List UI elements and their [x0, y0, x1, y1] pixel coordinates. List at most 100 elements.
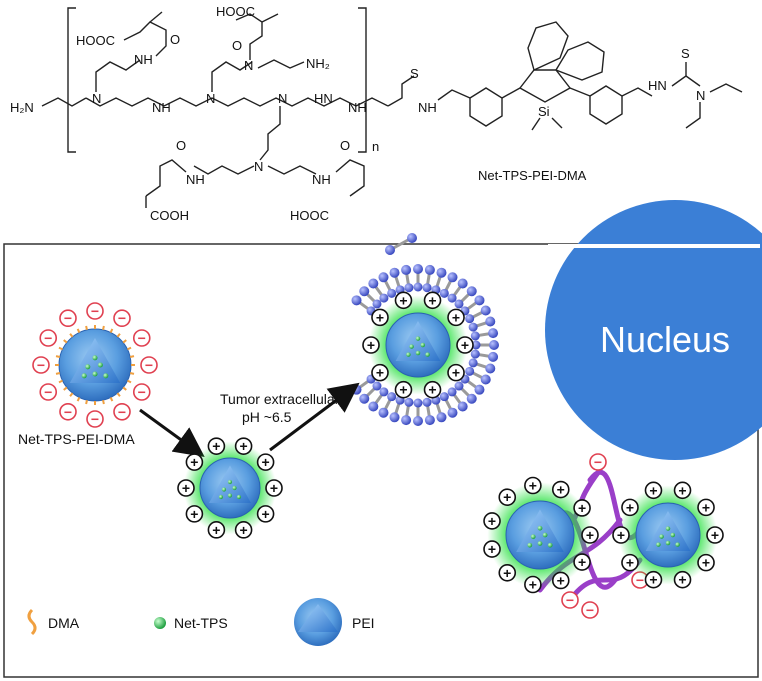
positive-charge: + — [483, 540, 501, 558]
charge-ring — [551, 571, 570, 590]
net-tps-dot — [656, 542, 661, 547]
charge-ring — [185, 453, 204, 471]
charge-ring — [371, 308, 389, 327]
lipid-head-outer — [480, 305, 491, 316]
lipid-head-inner — [439, 288, 449, 298]
positive-charge-glyph: + — [503, 489, 511, 505]
charge-ring — [447, 308, 465, 327]
net-tps-dot — [236, 494, 242, 500]
silole-ring — [518, 69, 572, 103]
negative-charge: − — [132, 383, 151, 401]
arrow-to-charge-reversal — [139, 408, 205, 458]
lipid-head-inner — [379, 293, 389, 303]
amine-label-2: NH₂ — [306, 56, 330, 71]
carboxyl-label-4: HOOC — [290, 208, 329, 223]
charge-ring — [673, 570, 692, 589]
positive-charge: + — [234, 437, 253, 455]
net-tps-dot — [221, 487, 227, 492]
nucleus-label: Nucleus — [600, 319, 730, 360]
negative-charge-glyph: − — [636, 572, 644, 588]
negative-charge-glyph: − — [594, 454, 602, 470]
dma-chain — [116, 333, 121, 338]
charge-ring — [581, 526, 599, 544]
lipid-head-inner — [407, 233, 417, 243]
positive-charge-glyph: + — [626, 555, 634, 571]
lipid-head-outer — [488, 351, 499, 362]
lipid-head-outer — [385, 245, 395, 255]
net-tps-dot — [542, 532, 548, 538]
dma-chain — [69, 333, 74, 338]
negative-charge: − — [113, 309, 131, 328]
negative-charge-glyph: − — [64, 404, 72, 420]
net-tps-dot — [547, 542, 553, 548]
lipid-head-outer — [389, 412, 400, 423]
positive-charge-glyph: + — [182, 480, 190, 496]
pei-core — [516, 509, 564, 552]
charge-ring — [524, 476, 542, 495]
net-tps-dot — [218, 494, 224, 500]
lipid-head-outer — [457, 401, 468, 412]
positive-charge: + — [447, 363, 465, 382]
dma-chain — [63, 339, 68, 344]
lipid-head-inner — [470, 349, 480, 359]
positive-charge-glyph: + — [702, 555, 710, 571]
lipid-head-inner — [379, 387, 389, 397]
net-tps-dot — [665, 526, 671, 531]
charge-ring — [621, 498, 639, 517]
charge-ring — [706, 526, 724, 544]
lipid-head-outer — [489, 340, 499, 350]
n-atom-6: N — [696, 88, 705, 103]
dma-chain — [55, 372, 61, 375]
positive-charge: + — [498, 488, 517, 507]
lipid-head-outer — [447, 272, 458, 283]
hn-label-2: HN — [648, 78, 667, 93]
positive-charge-glyph: + — [270, 480, 278, 496]
lipid-head-inner — [454, 299, 464, 309]
net-tps-dot — [675, 542, 680, 547]
negative-charge-glyph: − — [44, 330, 52, 346]
negative-charge: − — [39, 329, 58, 347]
hn-label-1: HN — [314, 91, 333, 106]
silicon-label: Si — [538, 104, 550, 119]
right-bracket — [358, 7, 367, 153]
negative-charge-glyph: − — [91, 303, 99, 319]
charge-ring — [644, 570, 663, 589]
lipid-head-inner — [372, 381, 382, 391]
net-tps-dot — [85, 364, 91, 370]
dma-chain — [116, 392, 121, 397]
negative-charge: − — [140, 356, 158, 374]
nh-label-4: NH — [186, 172, 205, 187]
positive-charge-glyph: + — [702, 499, 710, 515]
legend: DMA Net-TPS PEI — [27, 598, 375, 646]
lipid-head-inner — [465, 314, 475, 324]
particle-label: Net-TPS-PEI-DMA — [18, 431, 135, 447]
positive-charge: + — [551, 571, 570, 590]
charge-ring — [697, 553, 715, 572]
lipid-head-outer — [424, 264, 435, 275]
positive-charge: + — [394, 291, 413, 310]
positive-charge: + — [612, 526, 630, 544]
negative-charge-glyph: − — [566, 592, 574, 608]
np-endosome — [368, 295, 468, 395]
sulfur-label-2: S — [681, 46, 690, 61]
phenyl-ring-right — [589, 85, 623, 125]
nh-label-6: NH — [418, 100, 437, 115]
charge-ring — [589, 453, 607, 471]
positive-charge: + — [371, 363, 389, 382]
dma-chain — [109, 328, 114, 333]
repeat-index: n — [372, 139, 379, 154]
lipid-head-inner — [372, 299, 382, 309]
positive-charge: + — [581, 526, 599, 544]
net-tps-dot — [227, 493, 233, 498]
positive-charge: + — [621, 498, 639, 517]
lipid-head-outer — [359, 393, 370, 404]
positive-charge-glyph: + — [190, 506, 198, 522]
net-tps-dot — [92, 371, 98, 377]
lipid-head-inner — [454, 381, 464, 391]
charge-ring — [132, 329, 151, 347]
net-tps-dot — [92, 355, 98, 361]
lipid-head-outer — [485, 316, 496, 327]
positive-charge: + — [256, 453, 275, 471]
lipid-head-inner — [465, 366, 475, 376]
pei-core — [209, 465, 251, 503]
